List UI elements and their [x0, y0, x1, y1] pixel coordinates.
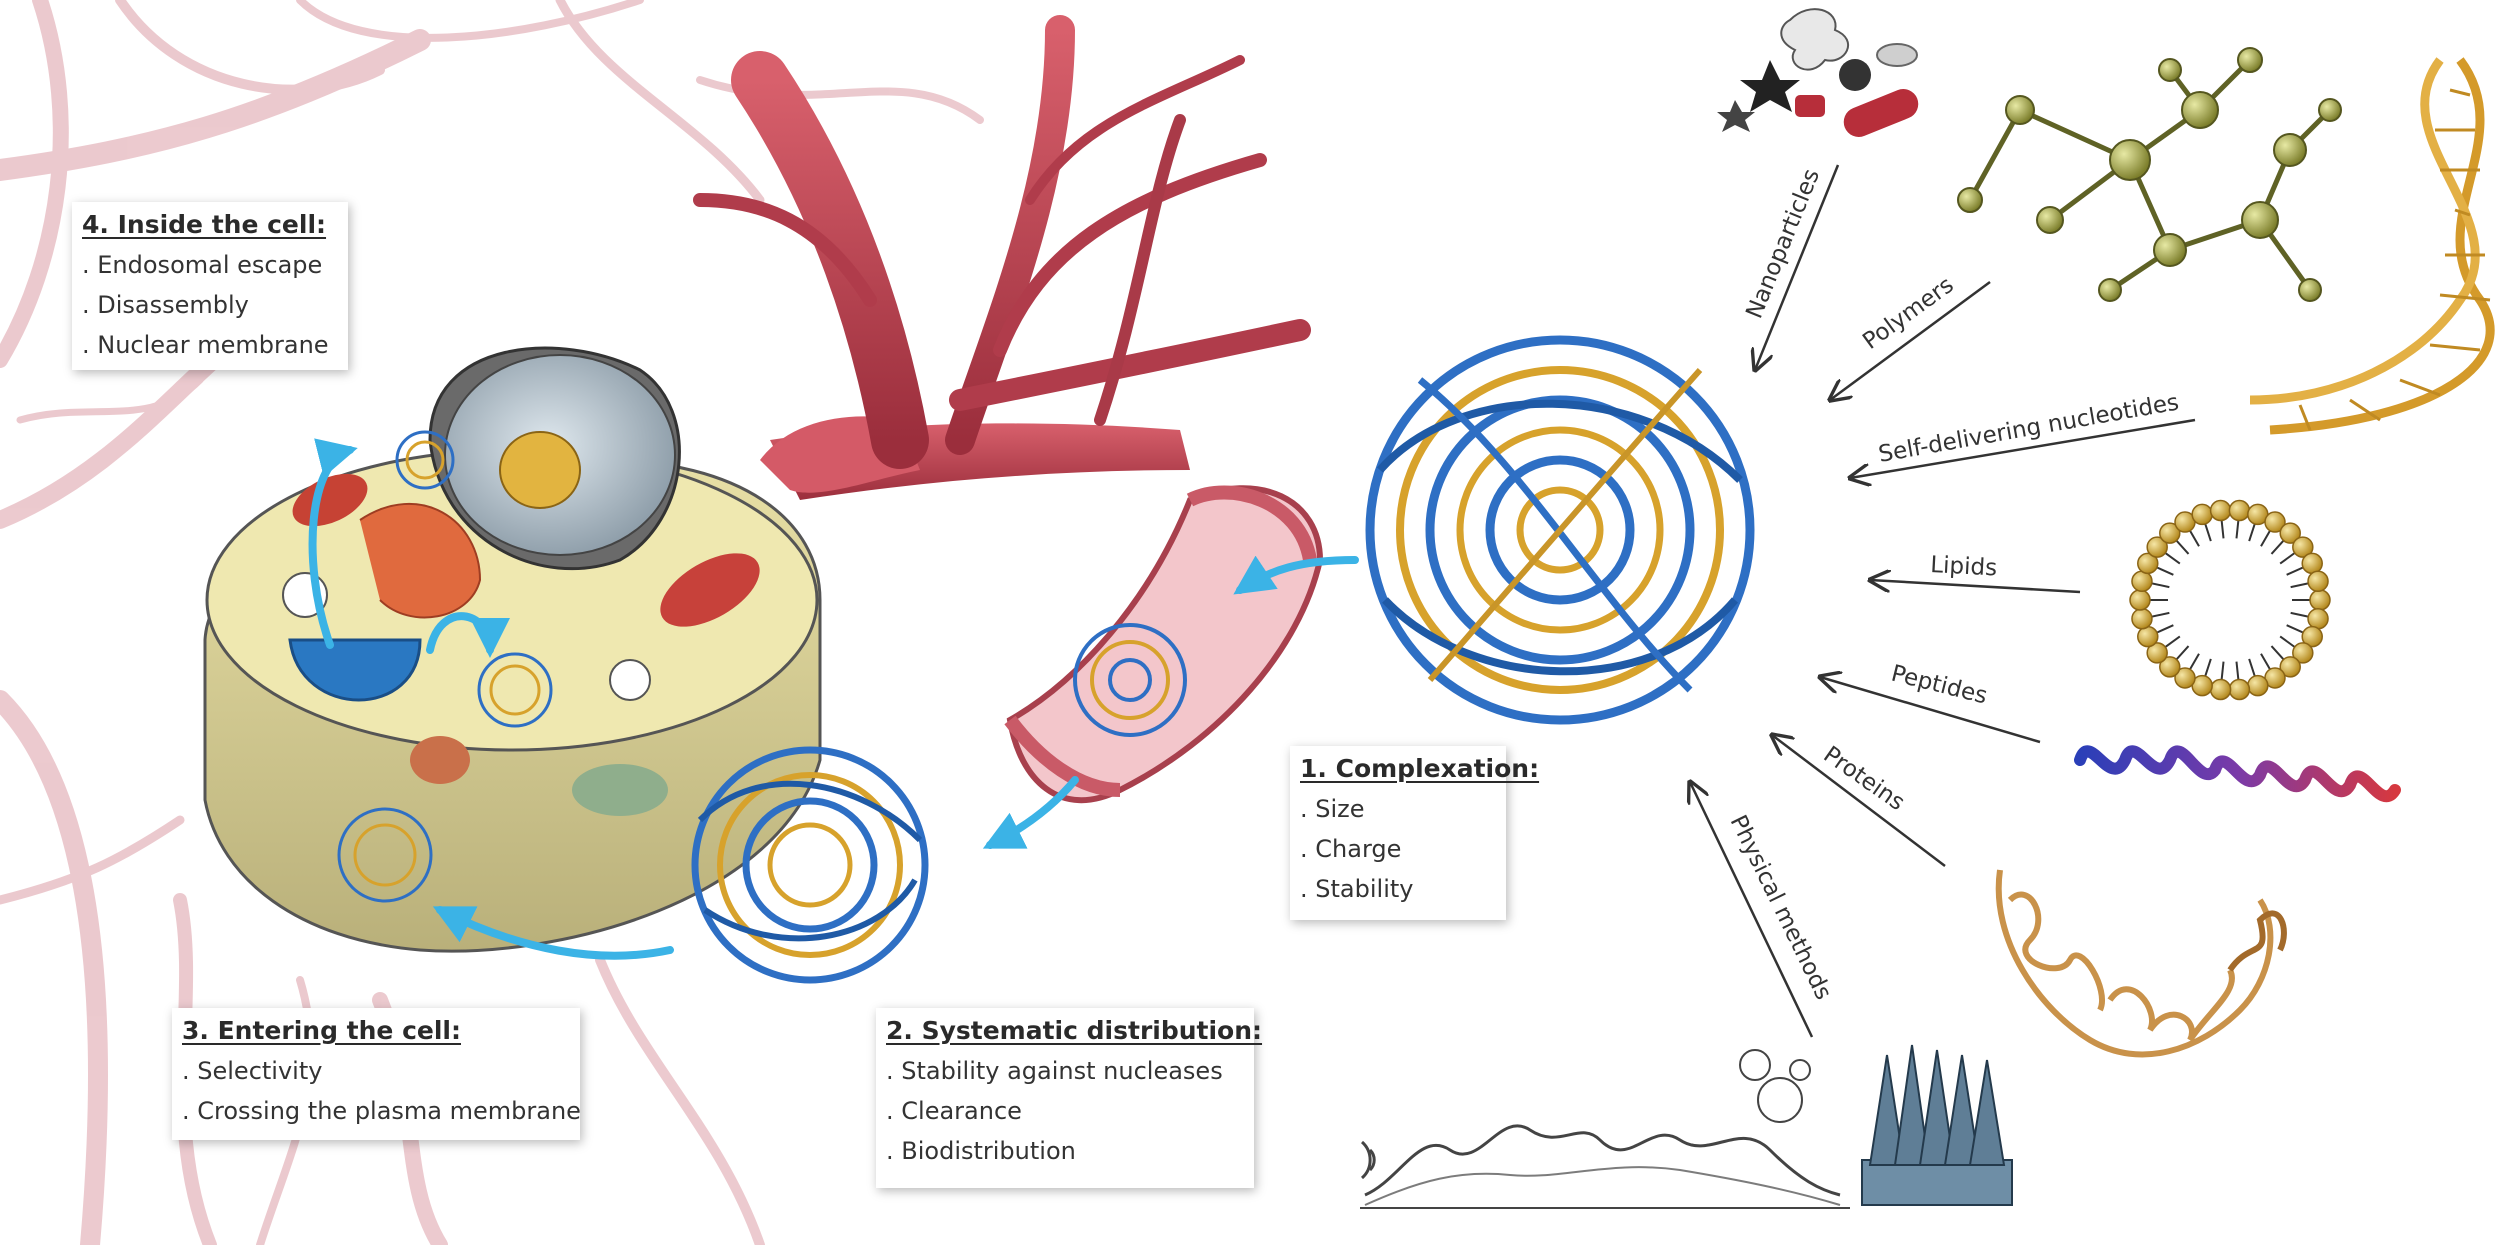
lipid-head: [2279, 656, 2301, 678]
cell: [203, 346, 822, 953]
carrier-label-self-delivering-nucleotides: Self-delivering nucleotides: [1877, 389, 2181, 467]
lipid-head: [2307, 570, 2329, 593]
lipid-head: [2309, 589, 2331, 611]
stage-item: Selectivity: [182, 1051, 570, 1091]
lipid-head: [2146, 642, 2168, 664]
stage-card-inside-cell: 4. Inside the cell: Endosomal escape Dis…: [72, 202, 348, 370]
stage-item: Stability against nucleases: [886, 1051, 1244, 1091]
carrier-label-physical-methods: Physical methods: [1725, 811, 1837, 1004]
lipid-head: [2307, 607, 2329, 630]
lipid-head: [2129, 589, 2151, 611]
lipid-head: [2131, 607, 2153, 630]
lipid-head: [2279, 522, 2301, 544]
stage-item: Endosomal escape: [82, 245, 338, 285]
lipid-head: [2137, 625, 2159, 648]
lipid-head: [2292, 536, 2314, 558]
lipid-head: [2209, 678, 2232, 701]
nanoparticle-icon: [1717, 8, 1919, 137]
lipid-head: [2146, 536, 2168, 558]
ultrasound-wave-icon: [1360, 1049, 1850, 1209]
stage-item: Biodistribution: [886, 1131, 1244, 1171]
stage-item: Size: [1300, 789, 1496, 829]
lipid-head: [2174, 667, 2196, 689]
protein-coil-icon: [1995, 869, 2287, 1058]
polymer-icon: [1957, 47, 2342, 302]
stage-item: Nuclear membrane: [82, 325, 338, 365]
dna-complex-vessel: [1073, 623, 1187, 737]
transport-arrows: [308, 438, 1359, 960]
stage-item: Crossing the plasma membrane: [182, 1091, 581, 1131]
dna-complex-entering: [691, 746, 929, 984]
lipid-head: [2292, 642, 2314, 664]
stage-heading: 2. Systematic distribution:: [886, 1016, 1263, 1045]
microneedle-icon: [1861, 1044, 2013, 1206]
dna-helix-icon: [2249, 57, 2495, 435]
stage-item: Charge: [1300, 829, 1496, 869]
carrier-arrows: [1690, 164, 2196, 1038]
stage-card-complexation: 1. Complexation: Size Charge Stability: [1290, 746, 1540, 920]
lipid-head: [2159, 656, 2181, 678]
stage-item: Disassembly: [82, 285, 338, 325]
stage-item: Clearance: [886, 1091, 1244, 1131]
lipid-head: [2159, 522, 2181, 544]
lipid-head: [2191, 503, 2213, 526]
lipid-head: [2228, 499, 2251, 522]
lipid-head: [2247, 674, 2269, 697]
stage-heading: 4. Inside the cell:: [82, 210, 327, 239]
lipid-head: [2301, 552, 2323, 575]
stage-card-entering-cell: 3. Entering the cell: Selectivity Crossi…: [172, 1008, 581, 1140]
lipid-head: [2137, 552, 2159, 575]
lipid-head: [2301, 625, 2323, 648]
stage-heading: 1. Complexation:: [1300, 754, 1540, 783]
dna-complex-center: [1365, 335, 1755, 725]
peptide-helix-icon: [2074, 745, 2401, 803]
stage-item: Stability: [1300, 869, 1496, 909]
stage-card-systematic-distribution: 2. Systematic distribution: Stability ag…: [876, 1008, 1263, 1188]
carrier-label-lipids: Lipids: [1930, 552, 1998, 581]
stage-heading: 3. Entering the cell:: [182, 1016, 461, 1045]
lipid-head: [2209, 499, 2232, 522]
lipid-head: [2131, 570, 2153, 593]
lipid-head: [2264, 511, 2286, 533]
lipid-bilayer-icon: [2129, 499, 2331, 701]
lipid-head: [2228, 678, 2251, 701]
